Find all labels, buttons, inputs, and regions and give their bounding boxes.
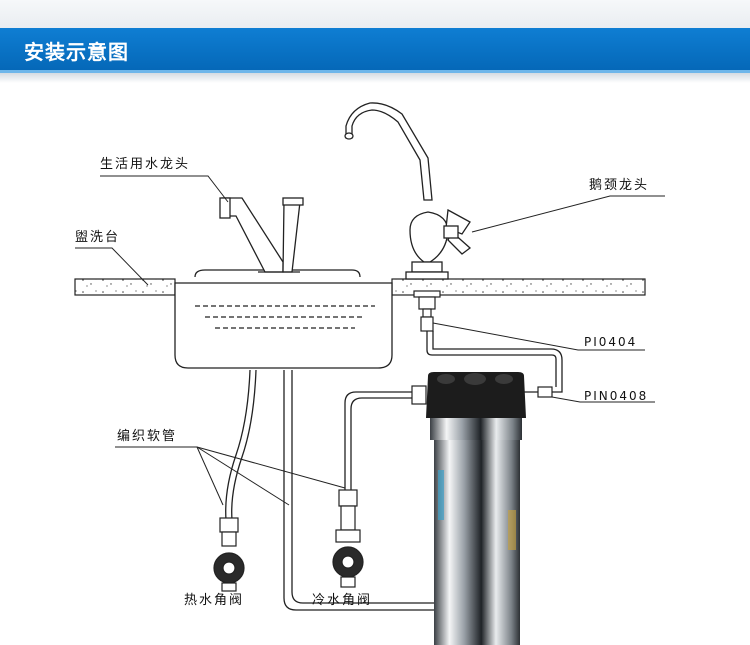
top-band [0,0,750,28]
gooseneck-faucet [344,102,472,280]
label-kitchen-faucet: 生活用水龙头 [100,157,190,172]
label-fitting-pin0408: PIN0408 [584,389,648,403]
hot-water-valve [213,517,245,592]
cold-water-valve [332,489,364,588]
leader-lines [75,175,665,506]
label-fitting-pi0404: PI0404 [584,335,637,349]
label-braided-hose: 编织软管 [117,429,177,444]
countertop [74,278,646,296]
title-shadow [0,73,750,83]
label-basin: 盥洗台 [75,230,120,245]
kitchen-faucet [219,197,304,273]
sink-basin [174,269,393,369]
filter-housing [411,372,526,645]
label-cold-water-valve: 冷水角阀 [312,593,372,608]
page-title: 安装示意图 [24,40,129,64]
tubing [225,331,563,611]
fittings [413,290,553,398]
label-gooseneck-faucet: 鹅颈龙头 [589,177,649,193]
title-bar: 安装示意图 [0,28,750,73]
label-hot-water-valve: 热水角阀 [184,593,244,608]
